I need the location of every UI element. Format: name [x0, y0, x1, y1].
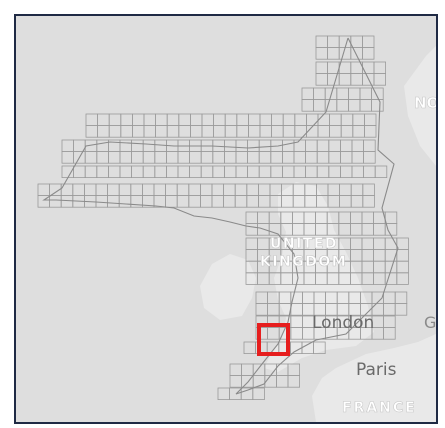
grid-tile[interactable]: [374, 165, 388, 179]
label-kingdom: KINGDOM: [260, 254, 347, 270]
grid-tile[interactable]: [363, 151, 376, 164]
grid-tile[interactable]: [373, 73, 387, 86]
land-great-britain: [264, 182, 374, 372]
label-france: FRANCE: [342, 400, 417, 416]
label-no-partial: NO: [414, 94, 436, 112]
flight-track: [42, 37, 399, 395]
grid-tile[interactable]: [362, 195, 375, 208]
grid-tile[interactable]: [252, 387, 265, 401]
grid-tile[interactable]: [371, 99, 384, 112]
label-g-partial: G: [424, 313, 436, 332]
grid-tile[interactable]: [363, 125, 377, 138]
grid-tile[interactable]: [394, 303, 408, 316]
grid-tile[interactable]: [313, 341, 326, 355]
map-frame[interactable]: UNITED KINGDOM London Paris FRANCE NO G: [14, 14, 438, 424]
grid-tile[interactable]: [396, 272, 409, 285]
label-paris: Paris: [356, 360, 397, 380]
land-europe: [312, 334, 436, 422]
grid-tile[interactable]: [287, 375, 301, 388]
land-norway: [404, 46, 436, 166]
label-united: UNITED: [270, 236, 338, 252]
land-ireland: [200, 254, 256, 320]
land-masses: [200, 46, 436, 422]
grid-tile[interactable]: [361, 47, 375, 60]
map-canvas[interactable]: UNITED KINGDOM London Paris FRANCE NO G: [16, 16, 436, 422]
grid-tile[interactable]: [383, 327, 396, 340]
label-london: London: [312, 313, 374, 333]
tile-grid: [37, 35, 409, 401]
selected-tile-highlight[interactable]: [257, 323, 290, 356]
